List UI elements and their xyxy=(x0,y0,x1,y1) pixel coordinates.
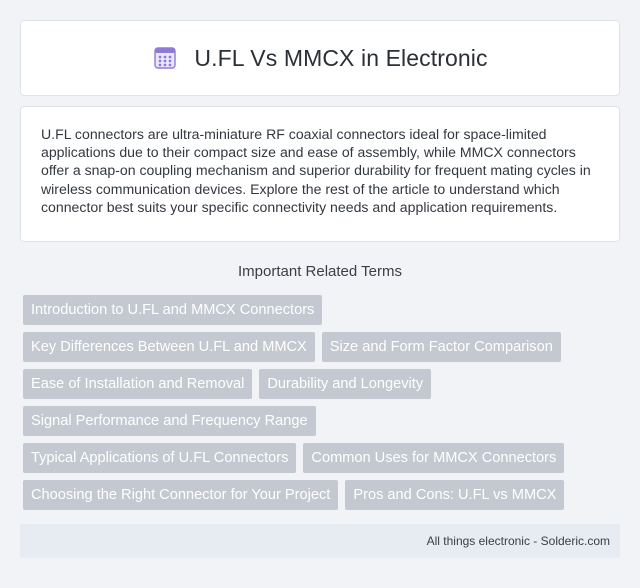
term-row: Ease of Installation and Removal Durabil… xyxy=(23,369,623,399)
term-tag[interactable]: Typical Applications of U.FL Connectors xyxy=(23,443,297,473)
term-row: Typical Applications of U.FL Connectors … xyxy=(23,443,623,473)
term-tag[interactable]: Choosing the Right Connector for Your Pr… xyxy=(23,480,339,510)
term-tag[interactable]: Introduction to U.FL and MMCX Connectors xyxy=(23,295,323,325)
footer-text: All things electronic - Solderic.com xyxy=(426,534,610,548)
term-tag[interactable]: Key Differences Between U.FL and MMCX xyxy=(23,332,315,362)
term-tag[interactable]: Size and Form Factor Comparison xyxy=(321,332,561,362)
term-row: Signal Performance and Frequency Range xyxy=(23,406,623,436)
term-tag[interactable]: Pros and Cons: U.FL vs MMCX xyxy=(345,480,565,510)
calculator-icon xyxy=(152,45,178,71)
title-card: U.FL Vs MMCX in Electronic xyxy=(20,20,620,96)
term-row: Choosing the Right Connector for Your Pr… xyxy=(23,480,623,510)
term-row: Key Differences Between U.FL and MMCX Si… xyxy=(23,332,623,362)
summary-card: U.FL connectors are ultra-miniature RF c… xyxy=(20,106,620,242)
related-terms-heading: Important Related Terms xyxy=(238,263,402,280)
term-tag[interactable]: Durability and Longevity xyxy=(259,369,432,399)
term-tag[interactable]: Common Uses for MMCX Connectors xyxy=(303,443,565,473)
footer: All things electronic - Solderic.com xyxy=(20,524,620,558)
related-terms-list: Introduction to U.FL and MMCX Connectors… xyxy=(23,295,623,517)
term-tag[interactable]: Signal Performance and Frequency Range xyxy=(23,406,316,436)
term-row: Introduction to U.FL and MMCX Connectors xyxy=(23,295,623,325)
term-tag[interactable]: Ease of Installation and Removal xyxy=(23,369,253,399)
summary-text: U.FL connectors are ultra-miniature RF c… xyxy=(41,126,591,215)
page-title: U.FL Vs MMCX in Electronic xyxy=(194,44,488,71)
